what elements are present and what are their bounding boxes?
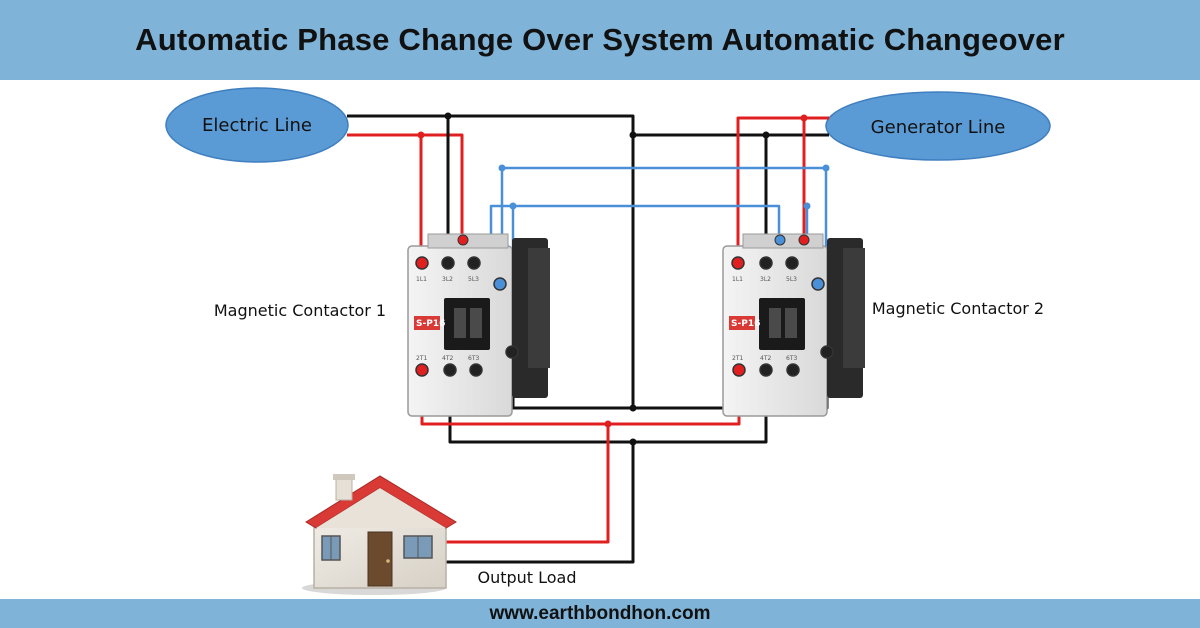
generator-line-label: Generator Line <box>871 117 1006 138</box>
electric-line-source: Electric Line <box>165 87 349 163</box>
c1-model-badge: S-P16 <box>416 319 445 329</box>
website-url[interactable]: www.earthbondhon.com <box>489 602 711 624</box>
c2-top-terminal-1: 1L1 <box>732 276 743 283</box>
output-load-label: Output Load <box>477 568 576 587</box>
junction-dots <box>417 112 830 446</box>
c2-bottom-terminal-2: 4T2 <box>760 355 771 362</box>
house-icon <box>302 474 457 595</box>
c1-top-terminal-3: 5L3 <box>468 276 479 283</box>
c2-model-badge: S-P16 <box>731 319 760 329</box>
c1-bottom-terminal-1: 2T1 <box>416 355 427 362</box>
c1-bottom-terminal-2: 4T2 <box>442 355 453 362</box>
header-bar: Automatic Phase Change Over System Autom… <box>0 0 1200 80</box>
c1-bottom-terminal-3: 6T3 <box>468 355 479 362</box>
page-title: Automatic Phase Change Over System Autom… <box>135 22 1065 57</box>
electric-line-label: Electric Line <box>202 115 312 136</box>
c2-bottom-terminal-1: 2T1 <box>732 355 743 362</box>
contactor-2-label: Magnetic Contactor 2 <box>872 299 1044 318</box>
c2-top-terminal-2: 3L2 <box>760 276 771 283</box>
c2-bottom-terminal-3: 6T3 <box>786 355 797 362</box>
magnetic-contactor-1: 1L1 3L2 5L3 S-P16 2T1 4T2 6T3 <box>407 233 550 417</box>
c1-top-terminal-2: 3L2 <box>442 276 453 283</box>
magnetic-contactor-2: 1L1 3L2 5L3 S-P16 2T1 4T2 6T3 <box>722 233 865 417</box>
changeover-diagram: Electric Line Generator Line <box>165 87 1051 595</box>
footer-bar: www.earthbondhon.com <box>0 599 1200 628</box>
c1-top-terminal-1: 1L1 <box>416 276 427 283</box>
generator-line-source: Generator Line <box>825 91 1051 161</box>
contactor-1-label: Magnetic Contactor 1 <box>214 301 386 320</box>
c2-top-terminal-3: 5L3 <box>786 276 797 283</box>
